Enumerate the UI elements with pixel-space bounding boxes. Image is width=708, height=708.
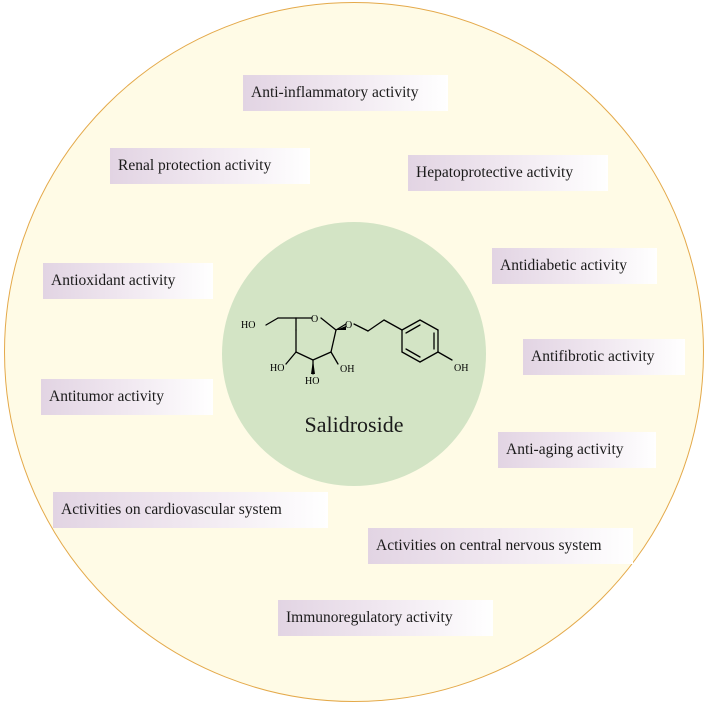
activity-anti-aging: Anti-aging activity — [498, 432, 656, 468]
salidroside-structure: HO O O HO OH HO OH — [241, 314, 468, 387]
molecule-label-glycosidic-o: O — [345, 320, 352, 331]
activity-anti-inflammatory: Anti-inflammatory activity — [243, 75, 448, 111]
activity-central-nervous-system: Activities on central nervous system — [368, 528, 633, 564]
molecule-label-ho-3: HO — [305, 376, 319, 387]
center-label: Salidroside — [304, 412, 404, 437]
activity-antifibrotic: Antifibrotic activity — [523, 339, 685, 375]
molecule-label-ho-1: HO — [241, 320, 255, 331]
molecule-label-ho-2: HO — [270, 363, 284, 374]
activity-hepatoprotective: Hepatoprotective activity — [408, 155, 608, 191]
activity-antitumor: Antitumor activity — [41, 379, 213, 415]
activity-immunoregulatory: Immunoregulatory activity — [278, 600, 493, 636]
activity-renal-protection: Renal protection activity — [110, 148, 310, 184]
activity-antidiabetic: Antidiabetic activity — [492, 248, 657, 284]
molecule-label-ring-o: O — [311, 314, 318, 325]
molecule-label-oh-1: OH — [340, 364, 354, 375]
activity-cardiovascular-system: Activities on cardiovascular system — [53, 492, 328, 528]
molecule-label-oh-2: OH — [454, 363, 468, 374]
activity-antioxidant: Antioxidant activity — [43, 263, 213, 299]
